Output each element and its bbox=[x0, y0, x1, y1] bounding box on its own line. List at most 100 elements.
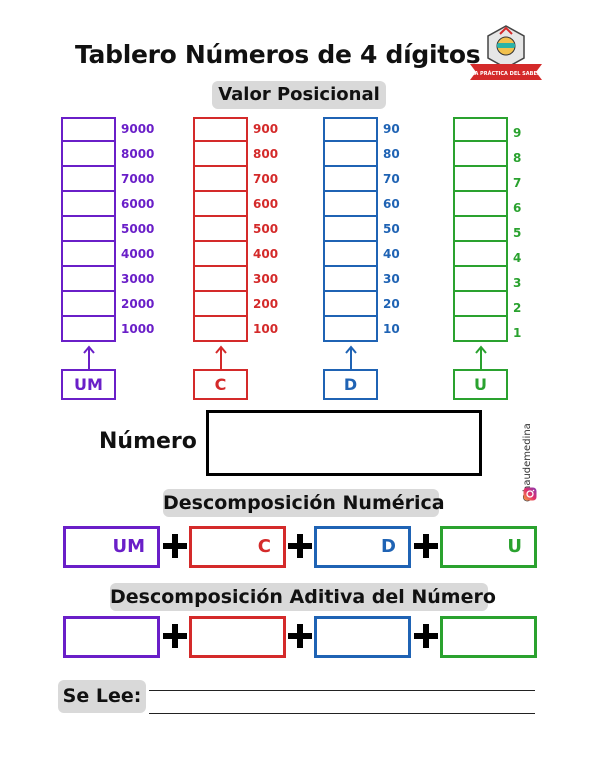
value-label: 9 bbox=[513, 126, 522, 140]
value-label: 8 bbox=[513, 151, 522, 165]
value-label: 100 bbox=[253, 322, 279, 336]
value-label: 70 bbox=[383, 172, 400, 186]
descomposicion-aditiva-label: Descomposición Aditiva del Número bbox=[110, 583, 496, 611]
value-label: 6 bbox=[513, 201, 522, 215]
value-cell[interactable] bbox=[323, 167, 378, 192]
place-box-um[interactable]: UM bbox=[61, 369, 116, 400]
logo: LA PRÁCTICA DEL SABER bbox=[470, 25, 542, 80]
writing-line[interactable] bbox=[149, 690, 535, 691]
valor-posicional-label: Valor Posicional bbox=[212, 81, 386, 109]
value-cell[interactable] bbox=[453, 167, 508, 192]
value-cell[interactable] bbox=[323, 242, 378, 267]
value-cell[interactable] bbox=[323, 142, 378, 167]
value-label: 2 bbox=[513, 301, 522, 315]
place-box-c[interactable]: C bbox=[193, 369, 248, 400]
value-label: 40 bbox=[383, 247, 400, 261]
page-title: Tablero Números de 4 dígitos bbox=[75, 40, 481, 69]
arrow-up-icon bbox=[475, 345, 487, 370]
value-label: 600 bbox=[253, 197, 279, 211]
value-cell[interactable] bbox=[193, 167, 248, 192]
numero-box[interactable] bbox=[206, 410, 482, 476]
value-label: 5000 bbox=[121, 222, 155, 236]
value-cell[interactable] bbox=[323, 192, 378, 217]
dn-box-u[interactable]: U bbox=[440, 526, 537, 568]
value-cell[interactable] bbox=[453, 142, 508, 167]
arrow-up-icon bbox=[345, 345, 357, 370]
value-cell[interactable] bbox=[453, 292, 508, 317]
value-label: 4 bbox=[513, 251, 522, 265]
value-label: 80 bbox=[383, 147, 400, 161]
dn-box-d[interactable]: D bbox=[314, 526, 411, 568]
numero-label: Número bbox=[99, 429, 197, 454]
cell-stack bbox=[193, 117, 248, 342]
value-cell[interactable] bbox=[193, 142, 248, 167]
descomposicion-numerica-label: Descomposición Numérica bbox=[163, 489, 445, 517]
value-cell[interactable] bbox=[193, 292, 248, 317]
descomposicion-numerica-row: UM C D U bbox=[63, 526, 539, 570]
place-box-u[interactable]: U bbox=[453, 369, 508, 400]
value-cell[interactable] bbox=[61, 317, 116, 342]
da-box-d[interactable] bbox=[314, 616, 411, 658]
value-cell[interactable] bbox=[193, 242, 248, 267]
plus-icon bbox=[288, 624, 312, 648]
place-box-d[interactable]: D bbox=[323, 369, 378, 400]
value-cell[interactable] bbox=[61, 217, 116, 242]
value-cell[interactable] bbox=[453, 317, 508, 342]
value-cell[interactable] bbox=[453, 117, 508, 142]
value-cell[interactable] bbox=[61, 267, 116, 292]
value-cell[interactable] bbox=[323, 292, 378, 317]
writing-line[interactable] bbox=[149, 713, 535, 714]
da-box-u[interactable] bbox=[440, 616, 537, 658]
value-cell[interactable] bbox=[61, 117, 116, 142]
value-label: 3000 bbox=[121, 272, 155, 286]
plus-icon bbox=[163, 624, 187, 648]
value-label: 9000 bbox=[121, 122, 155, 136]
value-cell[interactable] bbox=[323, 217, 378, 242]
value-cell[interactable] bbox=[453, 192, 508, 217]
da-box-c[interactable] bbox=[189, 616, 286, 658]
value-label: 4000 bbox=[121, 247, 155, 261]
value-cell[interactable] bbox=[193, 217, 248, 242]
da-box-um[interactable] bbox=[63, 616, 160, 658]
value-cell[interactable] bbox=[323, 117, 378, 142]
value-labels: 9 8 7 6 5 4 3 2 1 bbox=[513, 121, 573, 346]
value-cell[interactable] bbox=[453, 242, 508, 267]
value-cell[interactable] bbox=[193, 317, 248, 342]
arrow-up-icon bbox=[83, 345, 95, 370]
instagram-icon bbox=[523, 487, 537, 501]
value-cell[interactable] bbox=[323, 267, 378, 292]
cell-stack bbox=[61, 117, 116, 342]
plus-icon bbox=[414, 534, 438, 558]
value-cell[interactable] bbox=[453, 217, 508, 242]
value-labels: 9000 8000 7000 6000 5000 4000 3000 2000 … bbox=[121, 117, 181, 342]
value-label: 1000 bbox=[121, 322, 155, 336]
dn-box-um[interactable]: UM bbox=[63, 526, 160, 568]
value-label: 50 bbox=[383, 222, 400, 236]
descomposicion-aditiva-row bbox=[63, 616, 539, 660]
value-cell[interactable] bbox=[323, 317, 378, 342]
value-label: 8000 bbox=[121, 147, 155, 161]
plus-icon bbox=[288, 534, 312, 558]
value-cell[interactable] bbox=[193, 192, 248, 217]
value-labels: 90 80 70 60 50 40 30 20 10 bbox=[383, 117, 443, 342]
value-label: 20 bbox=[383, 297, 400, 311]
value-label: 7000 bbox=[121, 172, 155, 186]
value-cell[interactable] bbox=[61, 192, 116, 217]
value-cell[interactable] bbox=[61, 242, 116, 267]
dn-box-c[interactable]: C bbox=[189, 526, 286, 568]
plus-icon bbox=[414, 624, 438, 648]
value-label: 7 bbox=[513, 176, 522, 190]
value-cell[interactable] bbox=[193, 267, 248, 292]
logo-text: LA PRÁCTICA DEL SABER bbox=[471, 70, 541, 77]
value-label: 60 bbox=[383, 197, 400, 211]
value-label: 1 bbox=[513, 326, 522, 340]
value-cell[interactable] bbox=[453, 267, 508, 292]
value-cell[interactable] bbox=[61, 142, 116, 167]
cell-stack bbox=[323, 117, 378, 342]
value-cell[interactable] bbox=[193, 117, 248, 142]
value-cell[interactable] bbox=[61, 167, 116, 192]
cell-stack bbox=[453, 117, 508, 342]
value-cell[interactable] bbox=[61, 292, 116, 317]
value-label: 200 bbox=[253, 297, 279, 311]
value-labels: 900 800 700 600 500 400 300 200 100 bbox=[253, 117, 313, 342]
